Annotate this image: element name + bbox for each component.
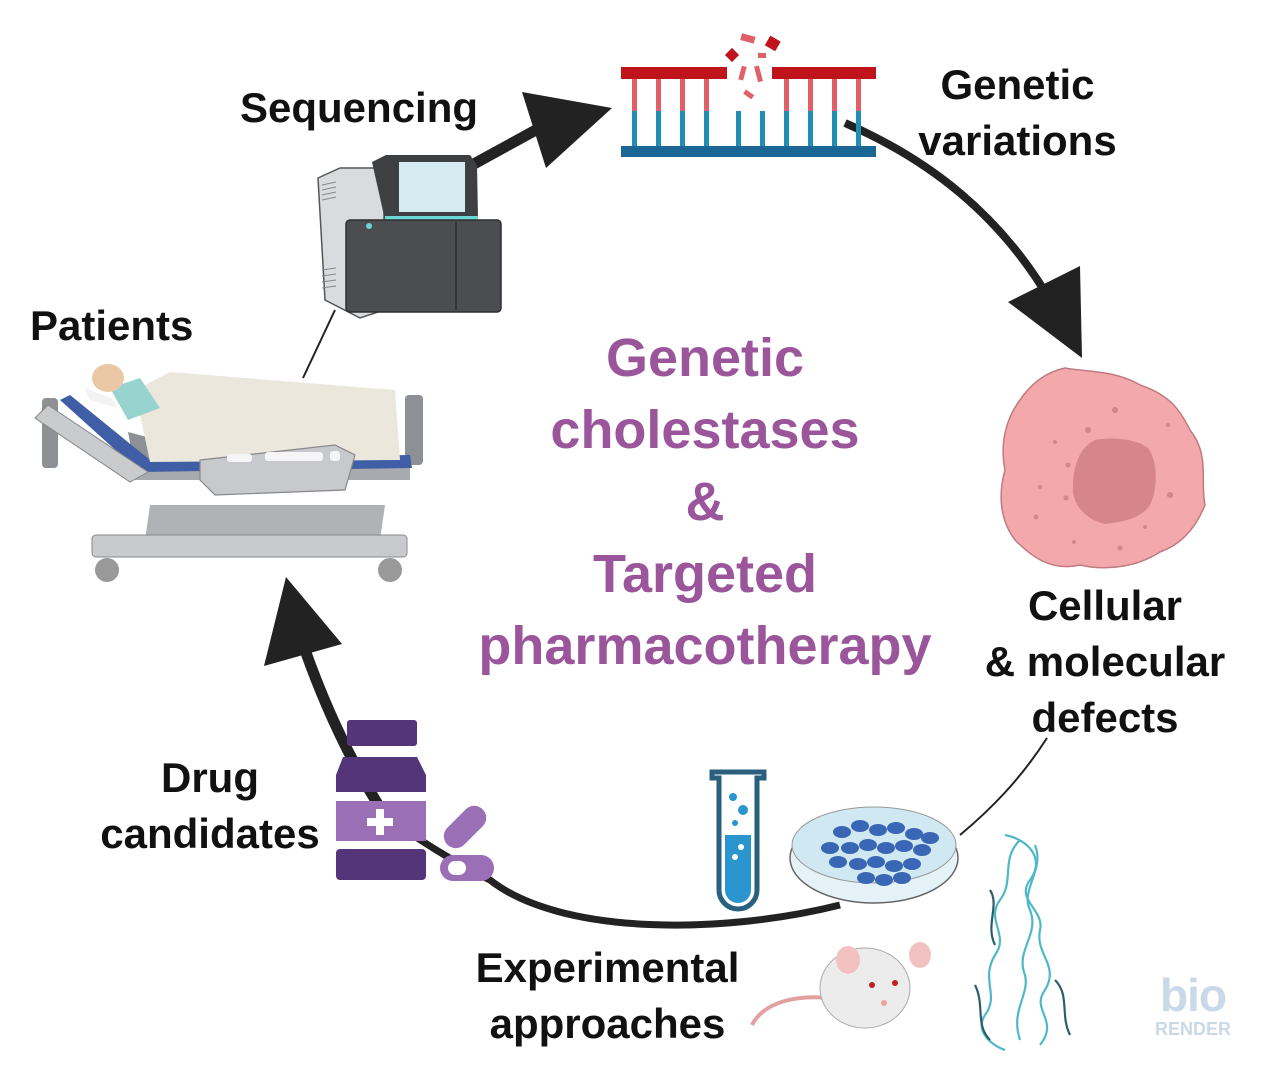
center-title: Genetic cholestases & Targeted pharmacot…	[440, 322, 970, 682]
dna-rung-top	[832, 79, 837, 111]
dna-rung-top	[680, 79, 685, 111]
arrow-experimental-to-drug	[388, 817, 841, 929]
title-line: cholestases	[550, 400, 860, 460]
petri-cell	[887, 822, 905, 834]
label-line: Cellular	[1027, 582, 1183, 629]
petri-cell	[903, 858, 921, 870]
arrow-sequencing-to-dna	[469, 120, 548, 170]
petri-cell	[867, 856, 885, 868]
dna-rung-bottom	[656, 111, 661, 146]
dna-rung-bottom	[680, 111, 685, 146]
petri-cell	[821, 842, 839, 854]
petri-cell	[885, 860, 903, 872]
label-line: variations	[918, 117, 1117, 164]
petri-cell	[921, 832, 939, 844]
arrow-head-cell	[1008, 266, 1082, 358]
dna-rung-bottom	[808, 111, 813, 146]
petri-cell	[895, 840, 913, 852]
dna-rung-top	[704, 79, 709, 111]
label-line: Patients	[30, 302, 194, 349]
label-line: defects	[1031, 694, 1179, 741]
label-line: Sequencing	[240, 84, 479, 131]
pill-icon	[440, 805, 494, 881]
test-tube-icon	[709, 769, 767, 912]
petri-cell	[893, 872, 911, 884]
label-line: candidates	[100, 810, 320, 857]
title-line: Targeted	[592, 544, 818, 604]
dna-rung-bottom	[632, 111, 637, 146]
dna-rung-bottom	[704, 111, 709, 146]
label-line: Drug	[161, 754, 259, 801]
title-line: &	[685, 472, 725, 532]
label-experimental-approaches: Experimental approaches	[460, 940, 755, 1052]
label-patients: Patients	[30, 298, 193, 354]
petri-cell	[877, 842, 895, 854]
petri-cell	[913, 844, 931, 856]
arrow-head-sequencing	[522, 92, 612, 168]
label-line: Genetic	[940, 61, 1095, 108]
dna-rung-top	[856, 79, 861, 111]
petri-cell	[851, 820, 869, 832]
dna-rung-bottom	[784, 111, 789, 146]
title-line: pharmacotherapy	[478, 616, 932, 676]
dna-rung-top	[808, 79, 813, 111]
dna-rung-top	[632, 79, 637, 111]
connector-patients-to-sequencer	[302, 309, 336, 379]
petri-cell	[859, 839, 877, 851]
dna-rung-top	[656, 79, 661, 111]
label-genetic-variations: Genetic variations	[905, 57, 1130, 169]
label-line: approaches	[489, 1000, 726, 1047]
petri-cell	[849, 858, 867, 870]
label-cellular-molecular-defects: Cellular & molecular defects	[970, 578, 1240, 746]
petri-cell	[875, 874, 893, 886]
label-sequencing: Sequencing	[240, 80, 478, 136]
petri-cell	[905, 828, 923, 840]
mouse-icon	[750, 942, 931, 1029]
watermark-text: RENDER	[1154, 1019, 1231, 1039]
dna-rung-bottom	[856, 111, 861, 146]
petri-cell	[869, 824, 887, 836]
petri-cell	[857, 872, 875, 884]
petri-dish-icon	[789, 806, 959, 904]
label-line: Experimental	[475, 944, 740, 991]
dna-rung-bottom	[832, 111, 837, 146]
label-line: & molecular	[984, 638, 1226, 685]
dna-rung-top	[784, 79, 789, 111]
petri-cell	[841, 842, 859, 854]
title-line: Genetic	[605, 328, 805, 388]
arrow-dna-to-cell	[843, 119, 1054, 303]
watermark-logo: bio	[1160, 969, 1227, 1021]
dna-rung-bottom	[736, 111, 741, 146]
petri-cell	[833, 826, 851, 838]
connector-defects-to-dish	[959, 737, 1048, 836]
dna-rung-bottom	[760, 111, 765, 146]
label-drug-candidates: Drug candidates	[85, 750, 335, 862]
protein-structure-icon	[974, 833, 1071, 1052]
arrow-head-patients	[264, 577, 342, 666]
biorender-watermark: bio RENDER	[1148, 972, 1238, 1040]
petri-cell	[829, 856, 847, 868]
